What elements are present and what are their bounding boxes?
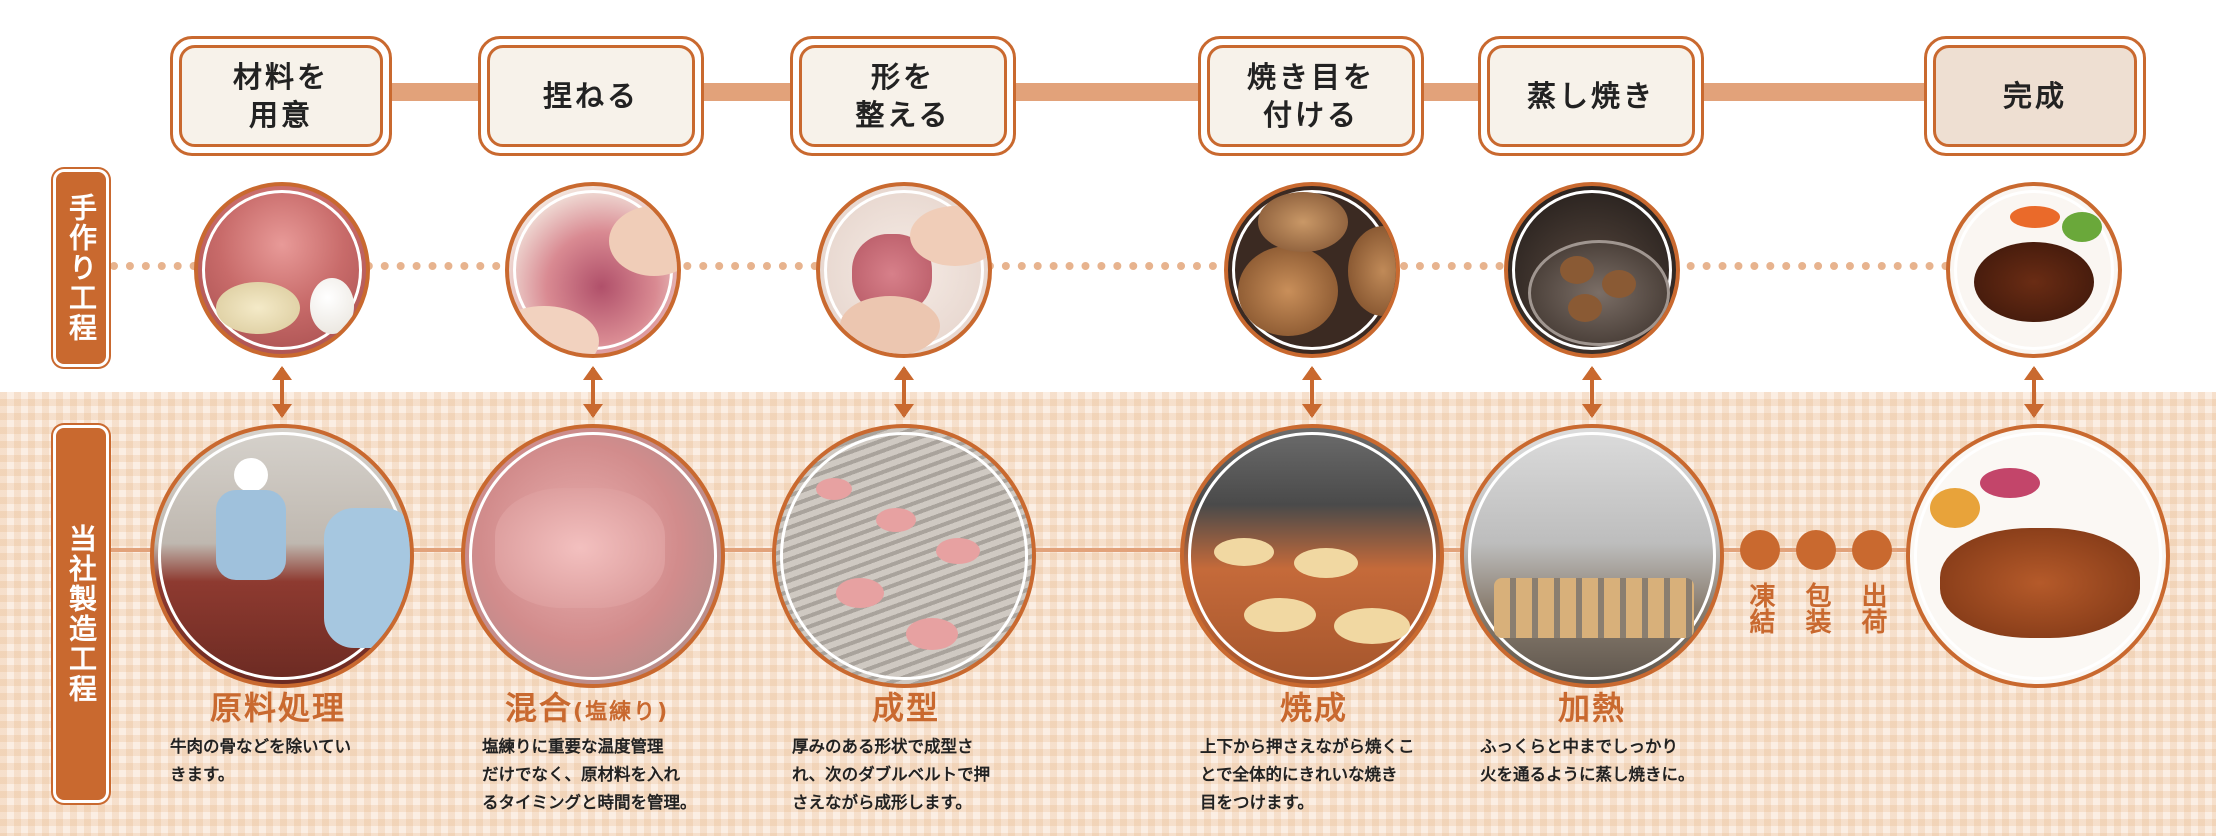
process-title-forming: 成型 xyxy=(872,689,941,727)
factory-process-label: 当社製造工程 xyxy=(56,428,106,800)
photo-raw-material-processing xyxy=(150,424,414,688)
arrow-link-5 xyxy=(1582,366,1602,418)
handmade-dotted-line xyxy=(110,262,2110,270)
process-desc-raw-material: 牛肉の骨などを除いてい きます。 xyxy=(170,737,352,784)
post-step-dot-ship xyxy=(1852,530,1892,570)
step-sear: 焼き目を 付ける xyxy=(1198,36,1424,156)
process-desc-mixing: 塩練りに重要な温度管理 だけでなく、原材料を入れ るタイミングと時間を管理。 xyxy=(482,737,697,812)
photo-finished-product xyxy=(1906,424,2170,688)
process-desc-forming: 厚みのある形状で成型さ れ、次のダブルベルトで押 さえながら成形します。 xyxy=(792,737,991,812)
step-shape: 形を 整える xyxy=(790,36,1016,156)
factory-connector-line xyxy=(110,548,2110,552)
process-desc-baking: 上下から押さえながら焼くこ とで全体的にきれいな焼き 目をつけます。 xyxy=(1200,737,1415,812)
photo-ground-meat xyxy=(194,182,370,358)
post-step-package: 包装 xyxy=(1801,582,1831,634)
photo-seared-patties xyxy=(1224,182,1400,358)
arrow-link-6 xyxy=(2024,366,2044,418)
step-complete: 完成 xyxy=(1924,36,2146,156)
arrow-link-3 xyxy=(894,366,914,418)
photo-kneading-hands xyxy=(505,182,681,358)
photo-baking xyxy=(1180,424,1444,688)
post-step-dot-package xyxy=(1796,530,1836,570)
process-title-mixing: 混合(塩練り) xyxy=(505,683,669,729)
process-title-mixing-sub: (塩練り) xyxy=(573,700,670,725)
process-title-mixing-main: 混合 xyxy=(505,689,574,727)
process-desc-heating: ふっくらと中までしっかり 火を通るように蒸し焼きに。 xyxy=(1480,737,1695,784)
process-title-raw-material: 原料処理 xyxy=(210,689,347,727)
step-prepare-ingredients: 材料を 用意 xyxy=(170,36,392,156)
arrow-link-1 xyxy=(272,366,292,418)
photo-steam-pan xyxy=(1504,182,1680,358)
post-step-dot-freeze xyxy=(1740,530,1780,570)
photo-shaping-patty xyxy=(816,182,992,358)
photo-heating xyxy=(1460,424,1724,688)
post-step-ship: 出荷 xyxy=(1857,582,1887,634)
arrow-link-2 xyxy=(583,366,603,418)
process-title-heating: 加熱 xyxy=(1558,689,1627,727)
step-knead: 捏ねる xyxy=(478,36,704,156)
handmade-process-label: 手作り工程 xyxy=(56,172,106,364)
post-step-freeze: 凍結 xyxy=(1745,582,1775,634)
photo-finished-hamburg xyxy=(1946,182,2122,358)
photo-mixing xyxy=(461,424,725,688)
step-steam-bake: 蒸し焼き xyxy=(1478,36,1704,156)
arrow-link-4 xyxy=(1302,366,1322,418)
process-title-baking: 焼成 xyxy=(1280,689,1349,727)
photo-forming xyxy=(772,424,1036,688)
